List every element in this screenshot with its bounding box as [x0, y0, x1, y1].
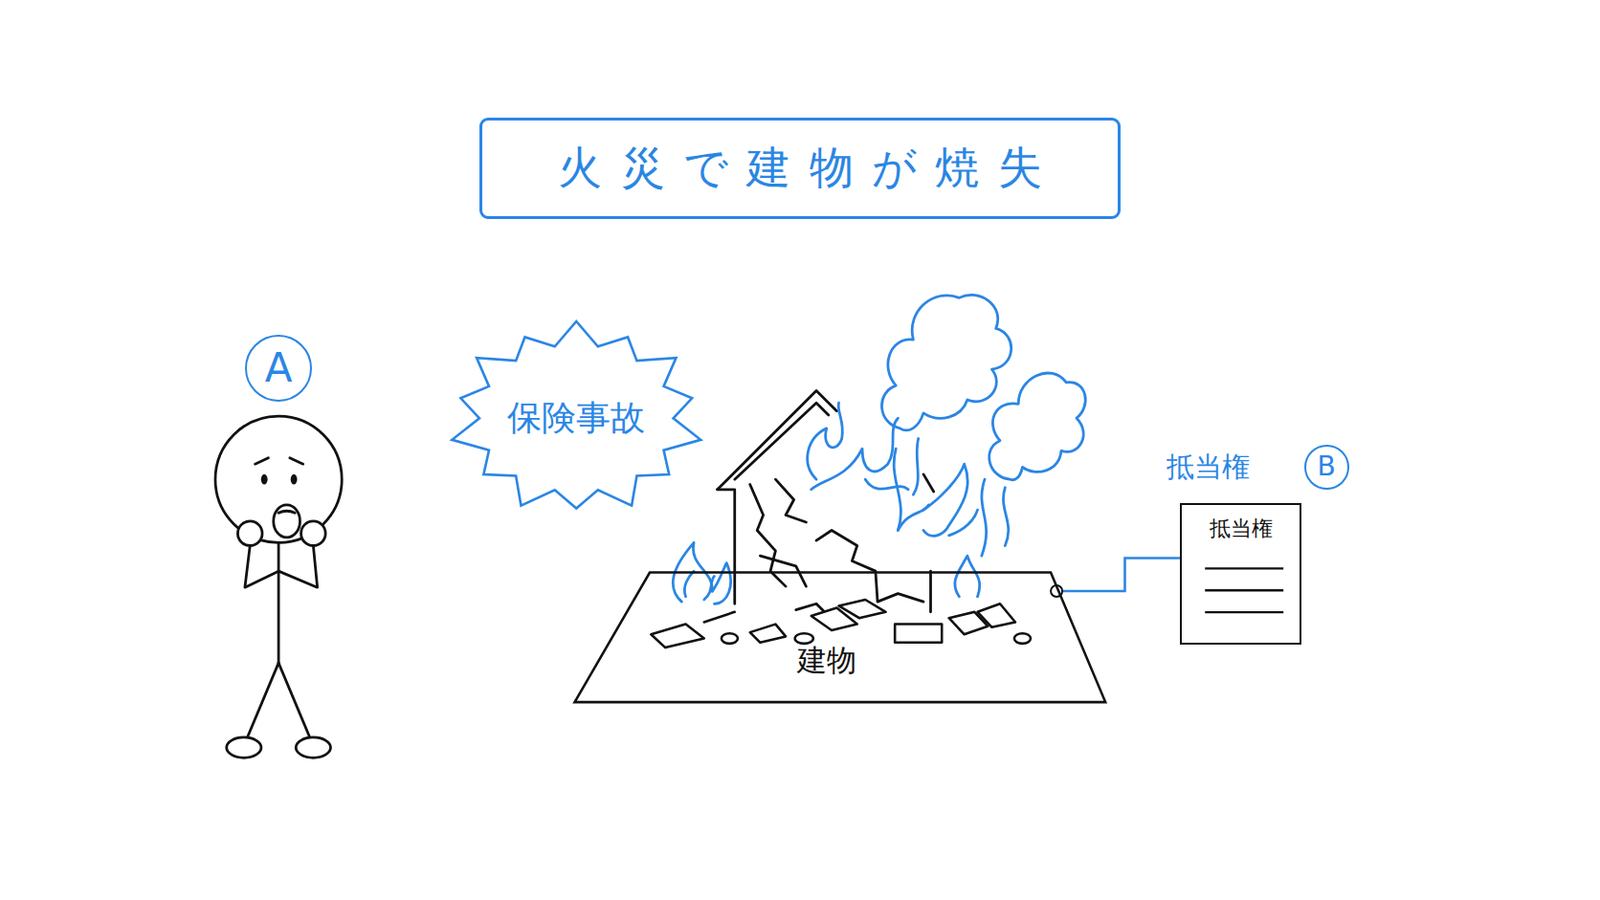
- title-text: 火災で建物が焼失: [539, 138, 1061, 199]
- flames-part: [865, 479, 909, 490]
- stick-figure-part: [237, 521, 263, 547]
- smoke-part: [1002, 488, 1008, 547]
- stick-figure-part: [261, 474, 268, 486]
- debris-part: [650, 624, 704, 649]
- node-text: 保険事故: [507, 398, 645, 438]
- burning-house-part: [717, 390, 838, 489]
- building-plot: 建物: [573, 571, 1108, 705]
- stick-figure: [215, 416, 342, 758]
- node-text: B: [1317, 451, 1336, 483]
- debris-part: [704, 612, 735, 623]
- node-text: A: [265, 345, 293, 392]
- building-plot-outline: [573, 571, 1108, 705]
- stick-figure-part: [226, 737, 262, 758]
- flames-part: [897, 505, 929, 532]
- stick-figure-part: [244, 545, 279, 588]
- stick-figure-part: [290, 474, 298, 486]
- heading-label: 抵当権: [1166, 451, 1250, 484]
- flames-part: [949, 510, 978, 536]
- burning-house-part: [717, 489, 735, 604]
- burning-house-part: [929, 571, 933, 613]
- flames-part: [684, 571, 694, 598]
- debris-part: [977, 603, 1016, 628]
- flames-part: [923, 464, 968, 536]
- smoke-part: [893, 448, 901, 531]
- connector-line: [1056, 557, 1180, 591]
- stick-figure-part: [295, 737, 331, 758]
- debris-part: [894, 624, 942, 644]
- stick-figure-part: [278, 663, 311, 739]
- stick-figure-part: [301, 521, 327, 547]
- smoke-part: [881, 294, 1011, 431]
- smoke-part: [989, 373, 1087, 481]
- node-text: 建物: [573, 644, 1081, 679]
- burning-house-part: [816, 530, 924, 602]
- stick-figure-part: [289, 458, 304, 465]
- burning-house-part: [775, 479, 806, 523]
- burning-house: [717, 390, 934, 617]
- starburst-callout: 保険事故: [448, 321, 705, 516]
- flames-part: [811, 418, 899, 490]
- flames-part: [807, 402, 844, 480]
- label-circle: A: [244, 334, 312, 402]
- stick-figure-part: [246, 663, 279, 739]
- burning-house-part: [734, 402, 829, 480]
- burning-house-part: [750, 485, 786, 588]
- document-line: [1204, 567, 1284, 570]
- smoke-part: [981, 479, 987, 556]
- flames-part: [704, 576, 715, 600]
- document-line: [1204, 589, 1284, 592]
- document-line: [1204, 611, 1284, 614]
- smoke: [881, 294, 1086, 556]
- mortgage-document: 抵当権抵当権: [1179, 503, 1302, 645]
- stick-figure-part: [215, 416, 342, 543]
- debris-part: [750, 624, 786, 644]
- debris-part: [795, 633, 814, 645]
- stick-figure-part: [278, 545, 318, 588]
- debris-part: [721, 633, 738, 645]
- connector-group: [1050, 557, 1180, 597]
- illustration-part: [215, 294, 1086, 758]
- burning-house-part: [759, 555, 806, 587]
- stick-figure-part: [273, 505, 301, 538]
- node-text: 抵当権: [1181, 516, 1300, 541]
- stick-figure-part: [278, 511, 295, 513]
- debris: [650, 600, 1031, 648]
- label-circle: B: [1304, 444, 1350, 490]
- plot-outline: [575, 573, 1107, 704]
- flames-part: [912, 439, 918, 496]
- flames-part: [955, 555, 980, 598]
- title-box: 火災で建物が焼失: [479, 117, 1121, 221]
- stick-figure-part: [255, 458, 269, 465]
- burning-house-part: [923, 474, 934, 492]
- debris-part: [839, 600, 887, 619]
- debris-part: [1014, 633, 1031, 645]
- starburst-outline: [452, 321, 702, 510]
- stick-figure-part: [277, 542, 281, 664]
